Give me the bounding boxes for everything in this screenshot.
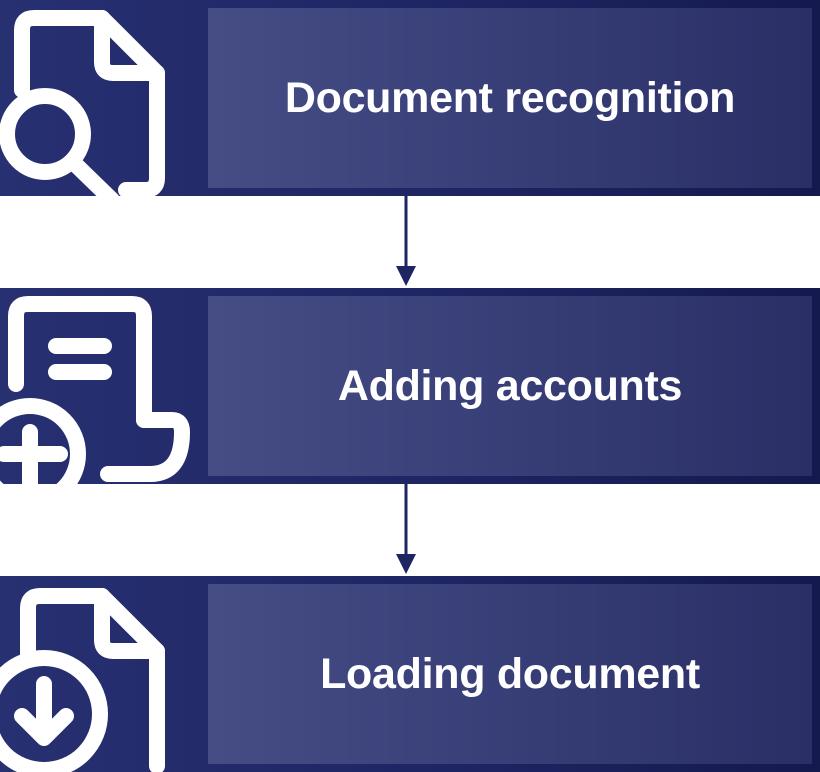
connector-arrow (396, 196, 416, 286)
step-label: Loading document (320, 649, 700, 698)
step-label: Document recognition (284, 73, 736, 122)
step-label: Adding accounts (337, 361, 683, 410)
connector-arrow (396, 484, 416, 574)
step-panel: Adding accounts (208, 296, 812, 476)
document-search-icon (0, 0, 206, 196)
step-loading-document: Loading document (0, 576, 820, 772)
step-document-recognition: Document recognition (0, 0, 820, 196)
step-panel: Document recognition (208, 8, 812, 188)
step-panel: Loading document (208, 584, 812, 764)
document-add-icon (0, 288, 206, 484)
document-download-icon (0, 576, 206, 772)
step-adding-accounts: Adding accounts (0, 288, 820, 484)
